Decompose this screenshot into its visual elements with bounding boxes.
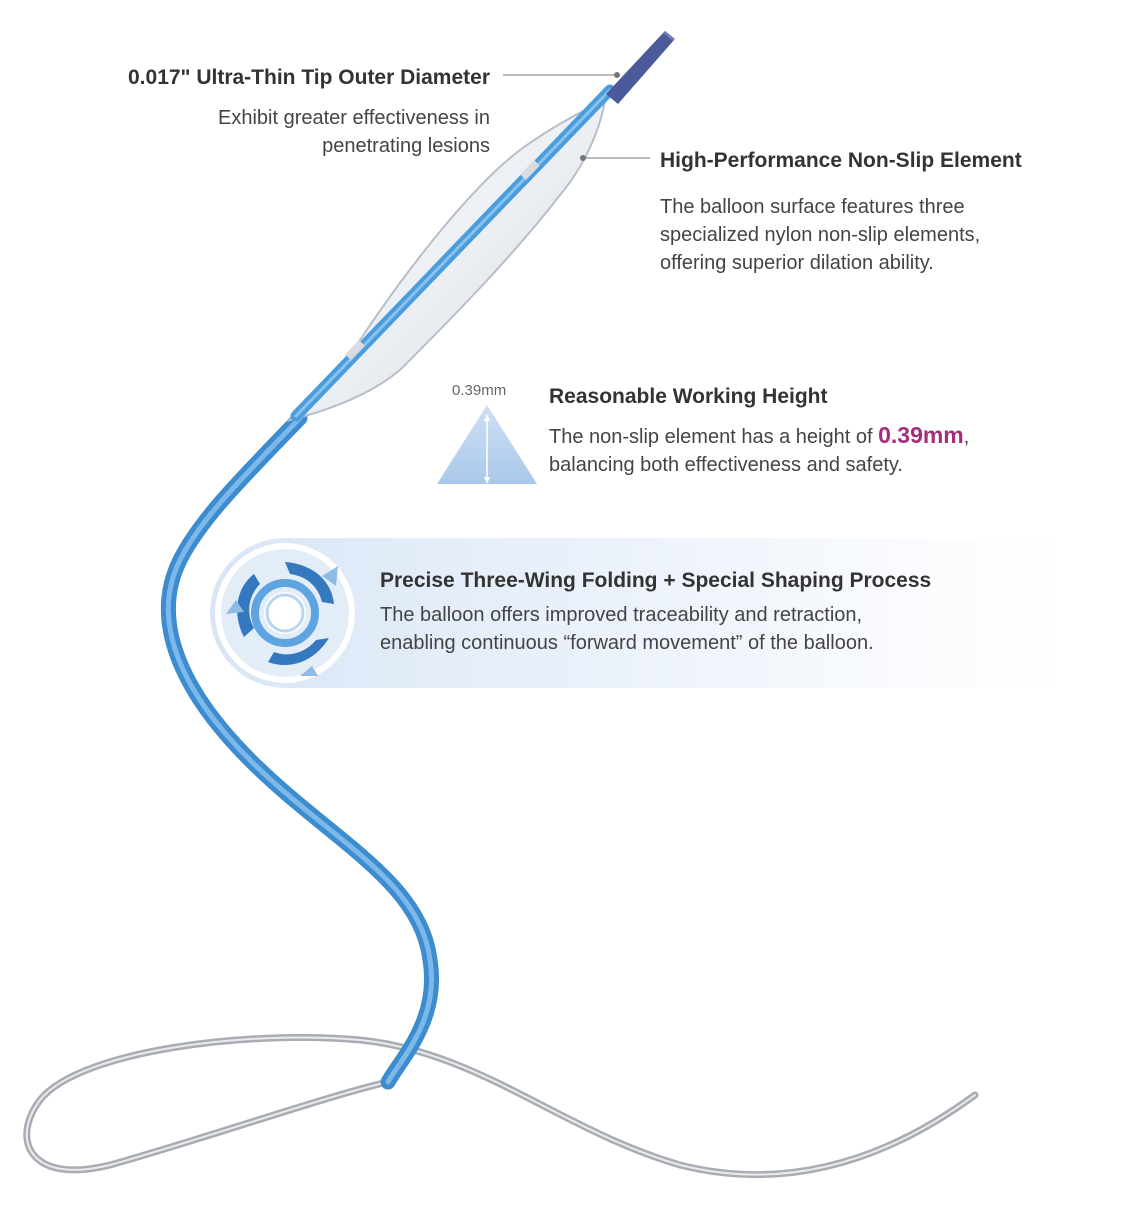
folding-desc-line-1: The balloon offers improved traceability…	[380, 604, 863, 626]
folding-feature: Precise Three-Wing Folding + Special Sha…	[380, 567, 1080, 657]
tip-desc-line-2: penetrating lesions	[322, 135, 490, 157]
tip-title: 0.017" Ultra-Thin Tip Outer Diameter	[128, 66, 490, 89]
folding-desc-line-2: enabling continuous “forward movement” o…	[380, 632, 874, 654]
nonslip-desc-line-2: specialized nylon non-slip elements,	[660, 224, 981, 246]
height-title: Reasonable Working Height	[549, 385, 828, 408]
height-desc-line-2: balancing both effectiveness and safety.	[549, 454, 903, 476]
tip-feature: 0.017" Ultra-Thin Tip Outer Diameter Exh…	[128, 64, 490, 160]
tip-description: Exhibit greater effectiveness in penetra…	[128, 104, 490, 160]
guide-wire	[23, 1034, 979, 1179]
height-description: The non-slip element has a height of 0.3…	[549, 421, 1109, 479]
nonslip-title: High-Performance Non-Slip Element	[660, 149, 1022, 172]
height-desc-suffix: ,	[963, 426, 970, 448]
folding-description: The balloon offers improved traceability…	[380, 601, 1080, 657]
catheter-tip	[606, 32, 674, 104]
folding-title: Precise Three-Wing Folding + Special Sha…	[380, 569, 932, 592]
nonslip-feature: High-Performance Non-Slip Element The ba…	[660, 147, 1120, 277]
height-desc-prefix: The non-slip element has a height of	[549, 426, 879, 448]
three-wing-folding-icon	[215, 543, 355, 683]
nonslip-desc-line-1: The balloon surface features three	[660, 196, 965, 218]
nonslip-description: The balloon surface features three speci…	[660, 193, 1120, 277]
nonslip-desc-line-3: offering superior dilation ability.	[660, 252, 934, 274]
height-highlight-value: 0.39mm	[878, 422, 964, 448]
tip-desc-line-1: Exhibit greater effectiveness in	[217, 107, 490, 129]
height-dimension-label: 0.39mm	[452, 382, 507, 399]
height-feature: Reasonable Working Height The non-slip e…	[549, 383, 1109, 479]
height-desc-line-1: The non-slip element has a height of 0.3…	[549, 421, 1109, 451]
